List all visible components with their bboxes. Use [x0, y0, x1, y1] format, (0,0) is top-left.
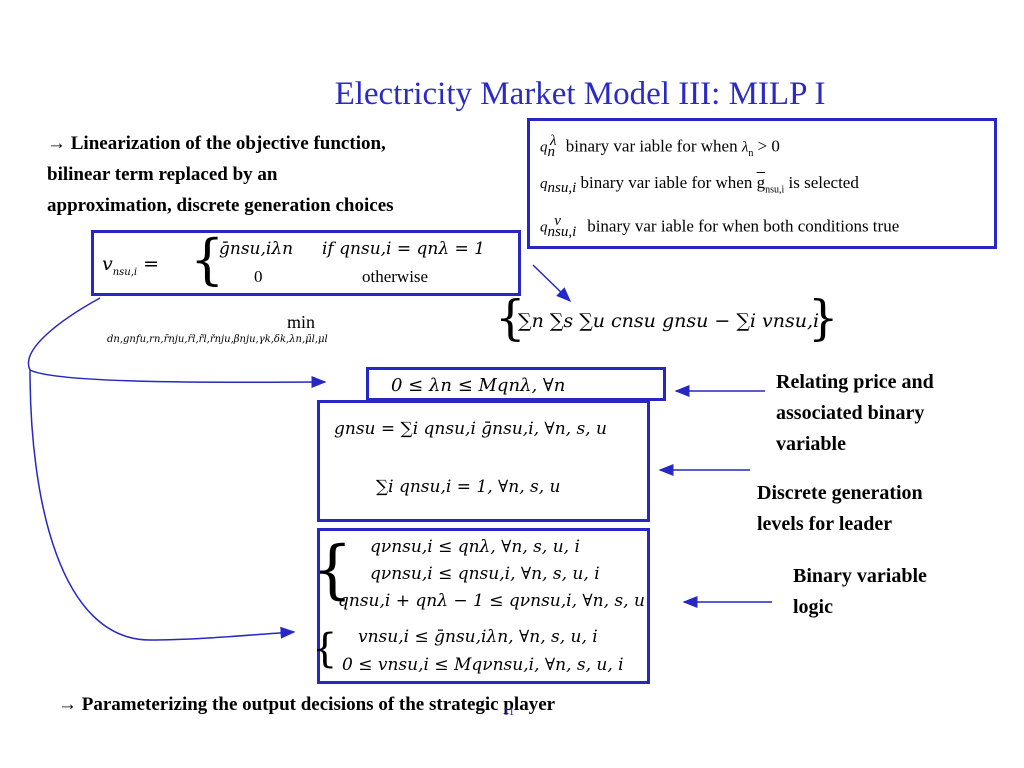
- v-definition-box: vnsu,i = { ḡnsu,iλn if qnsu,i = qnλ = 1 …: [91, 230, 521, 296]
- definition-2: qnsu,i binary var iable for when gnsu,i …: [540, 173, 859, 197]
- curve-to-binary-arrow: [29, 369, 296, 641]
- generation-constraint-1: gnsu = ∑i qnsu,i ḡnsu,i, ∀n, s, u: [334, 419, 607, 439]
- binary-constraint-1: qνnsu,i ≤ qnλ, ∀n, s, u, i: [370, 537, 580, 557]
- intro-bullet: → Linearization of the objective functio…: [47, 128, 517, 221]
- definition-1: qnλ binary var iable for when λn > 0: [540, 133, 780, 161]
- v-def-brace: {: [190, 228, 225, 291]
- v-def-lhs: vnsu,i =: [102, 253, 160, 278]
- binary-note: Binary variable logic: [793, 565, 927, 618]
- binary-constraint-4: vnsu,i ≤ ḡnsu,iλn, ∀n, s, u, i: [358, 627, 598, 647]
- generation-constraint-2: ∑i qnsu,i = 1, ∀n, s, u: [376, 477, 561, 497]
- v-def-arrow: [532, 264, 572, 303]
- v-def-case-1: ḡnsu,iλn: [219, 239, 294, 259]
- objective-expression: ∑n ∑s ∑u cnsu gnsu − ∑i vnsu,i: [518, 310, 820, 332]
- generation-note: Discrete generation levels for leader: [757, 482, 923, 535]
- footer-text: Parameterizing the output decisions of t…: [81, 694, 556, 715]
- price-constraint: 0 ≤ λn ≤ Mqnλ, ∀n: [391, 375, 566, 396]
- binary-constraint-5: 0 ≤ vnsu,i ≤ Mqνnsu,i, ∀n, s, u, i: [342, 655, 624, 675]
- intro-line-1: Linearization of the objective function,: [70, 133, 386, 154]
- binary-brace-1: {: [312, 533, 353, 607]
- definition-3: qnsu,iν binary var iable for when both c…: [540, 213, 900, 241]
- binary-constraint-3: qnsu,i + qnλ − 1 ≤ qνnsu,i, ∀n, s, u: [338, 591, 645, 611]
- arrow-icon: →: [47, 133, 66, 154]
- slide-title: Electricity Market Model III: MILP I: [334, 76, 826, 112]
- min-label: min: [287, 312, 316, 332]
- binary-brace-2: {: [312, 626, 338, 672]
- objective-left-brace: {: [495, 290, 526, 346]
- price-note: Relating price and associated binary var…: [776, 371, 934, 455]
- binary-constraints-box: { { qνnsu,i ≤ qnλ, ∀n, s, u, i qνnsu,i ≤…: [312, 528, 650, 684]
- v-def-case-2: 0: [254, 267, 263, 286]
- footer-bullet: → Parameterizing the output decisions of…: [58, 689, 555, 720]
- intro-line-3: approximation, discrete generation choic…: [47, 195, 394, 216]
- price-constraint-box: 0 ≤ λn ≤ Mqnλ, ∀n: [366, 367, 666, 401]
- slide-number: 11: [503, 704, 515, 718]
- generation-constraints-box: gnsu = ∑i qnsu,i ḡnsu,i, ∀n, s, u ∑i qns…: [317, 400, 650, 522]
- min-variables: dn,gnfu,rn,r̄nju,r̂l,r̃l,řnju,βnju,γk,δk…: [107, 334, 328, 345]
- v-def-case-2-cond: otherwise: [362, 267, 429, 286]
- arrow-icon: →: [58, 694, 77, 715]
- binary-constraint-2: qνnsu,i ≤ qnsu,i, ∀n, s, u, i: [370, 564, 600, 584]
- v-def-case-1-cond: if qnsu,i = qnλ = 1: [322, 239, 486, 259]
- intro-line-2: bilinear term replaced by an: [47, 164, 278, 185]
- objective-right-brace: }: [808, 290, 839, 346]
- definitions-box: qnλ binary var iable for when λn > 0 qns…: [527, 118, 997, 249]
- curve-to-price-arrow: [27, 297, 327, 389]
